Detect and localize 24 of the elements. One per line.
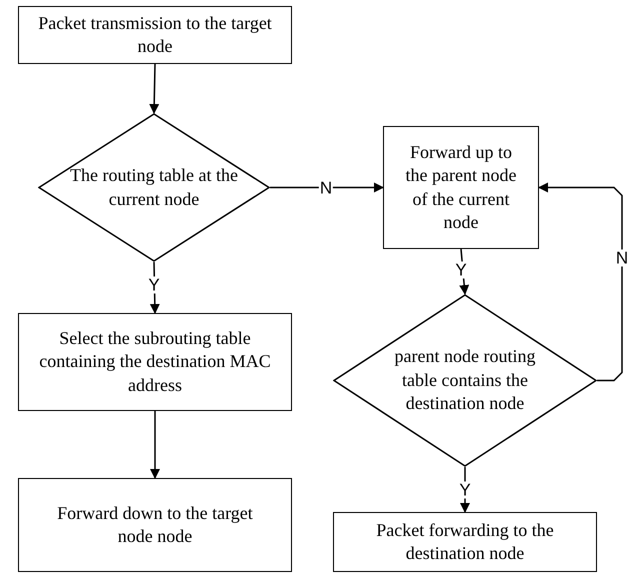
decision-diamond (333, 294, 597, 467)
process-box (383, 126, 539, 249)
process-box (18, 478, 292, 572)
arrow (150, 411, 160, 479)
edge-label: N (614, 250, 630, 266)
edge-label: Y (147, 276, 161, 294)
edge-label: Y (458, 482, 472, 498)
node-text: Packet transmission to the target node (37, 12, 273, 58)
edge-label: N (318, 179, 334, 196)
arrow (149, 64, 160, 114)
arrow (459, 248, 470, 295)
node-text: Select the subrouting table containing the destination MAC address (38, 326, 272, 397)
arrow (538, 182, 623, 382)
arrow (270, 182, 384, 192)
node-text: Forward down to the target node node (56, 502, 254, 548)
process-box (333, 512, 597, 572)
node-text: The routing table at the current node (69, 164, 239, 210)
node-text: parent node routing table contains the destination node (394, 345, 536, 416)
process-box (18, 6, 292, 64)
edge-label: Y (454, 262, 468, 278)
process-box (18, 313, 292, 411)
node-text: Packet forwarding to the destination node (375, 518, 555, 565)
node-text: Forward up to the parent node of the current node (404, 140, 518, 234)
decision-diamond (38, 113, 270, 262)
